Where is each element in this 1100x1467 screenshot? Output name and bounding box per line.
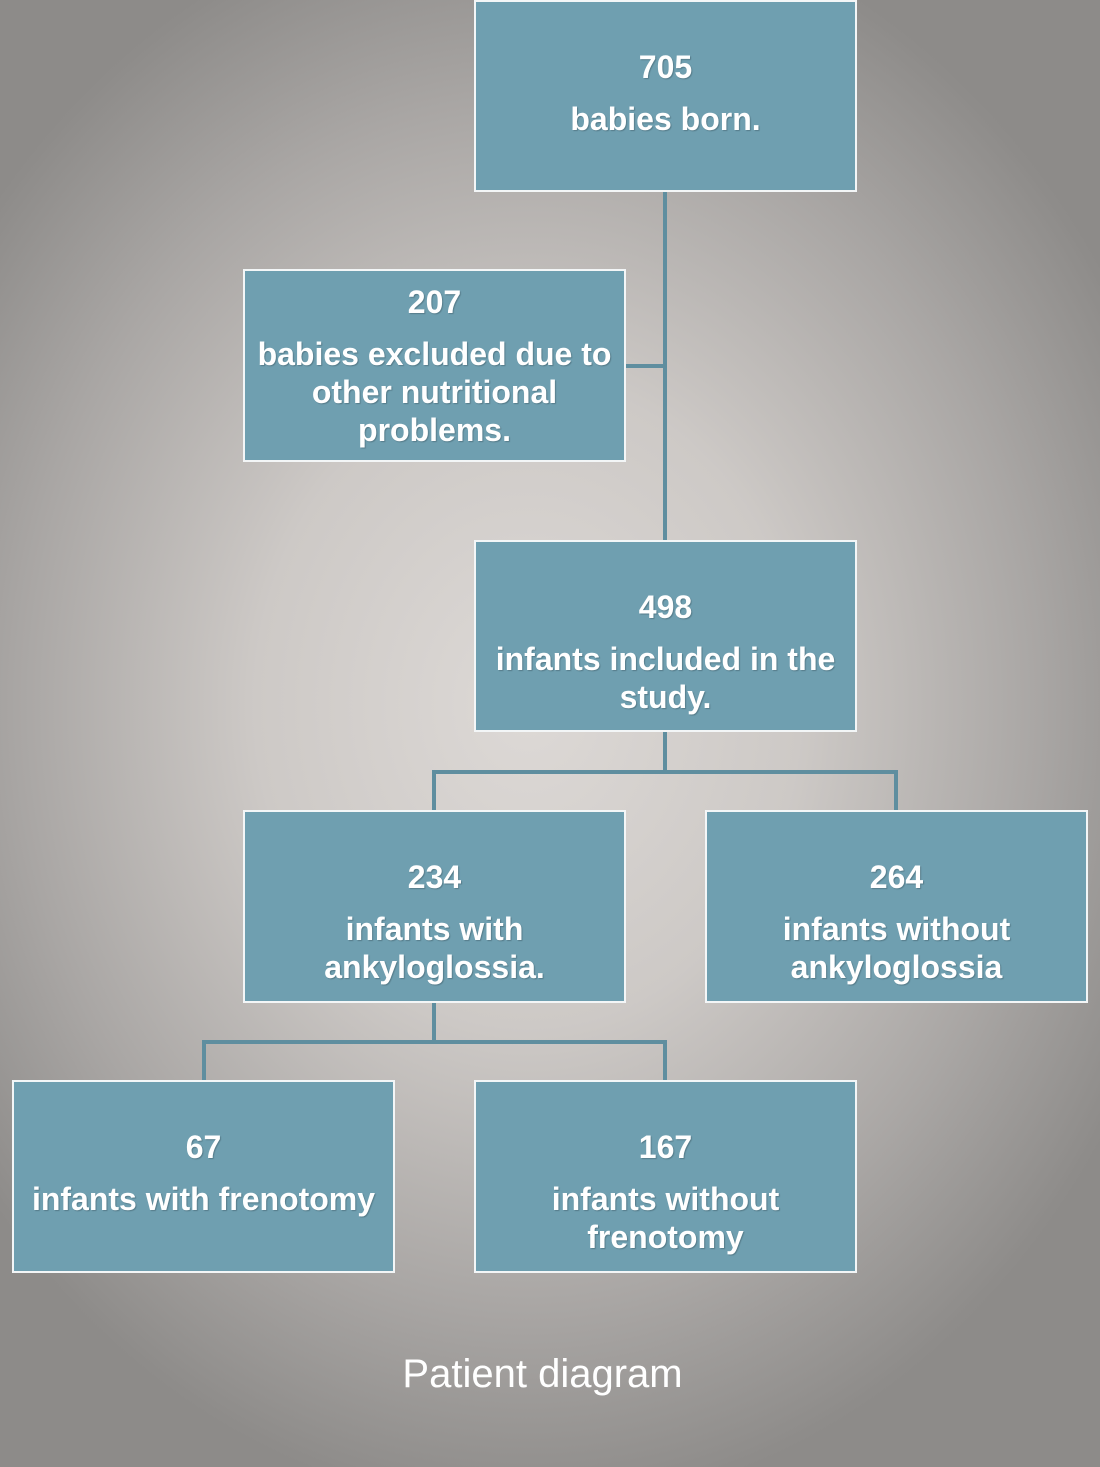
node-count: 234 [407,859,462,895]
diagram-caption: Patient diagram [402,1352,683,1396]
node-infants-included: 498 infants included in the study. [474,540,857,732]
node-label: babies excluded due to other nutritional… [257,336,612,448]
node-count: 167 [638,1129,693,1165]
node-label: infants included in the study. [495,641,836,715]
node-count: 705 [638,49,693,85]
node-count: 207 [407,284,462,320]
node-label: babies born. [570,101,761,137]
node-babies-born: 705 babies born. [474,0,857,192]
node-label: infants without ankyloglossia [782,911,1011,985]
node-label: infants with frenotomy [31,1181,376,1217]
node-without-ankyloglossia: 264 infants without ankyloglossia [705,810,1088,1003]
node-label: infants without frenotomy [551,1181,780,1255]
node-with-ankyloglossia: 234 infants with ankyloglossia. [243,810,626,1003]
node-babies-excluded: 207 babies excluded due to other nutriti… [243,269,626,462]
node-count: 67 [185,1129,222,1165]
node-label: infants with ankyloglossia. [324,911,545,985]
node-without-frenotomy: 167 infants without frenotomy [474,1080,857,1273]
node-count: 264 [869,859,924,895]
node-with-frenotomy: 67 infants with frenotomy [12,1080,395,1273]
node-count: 498 [638,589,693,625]
